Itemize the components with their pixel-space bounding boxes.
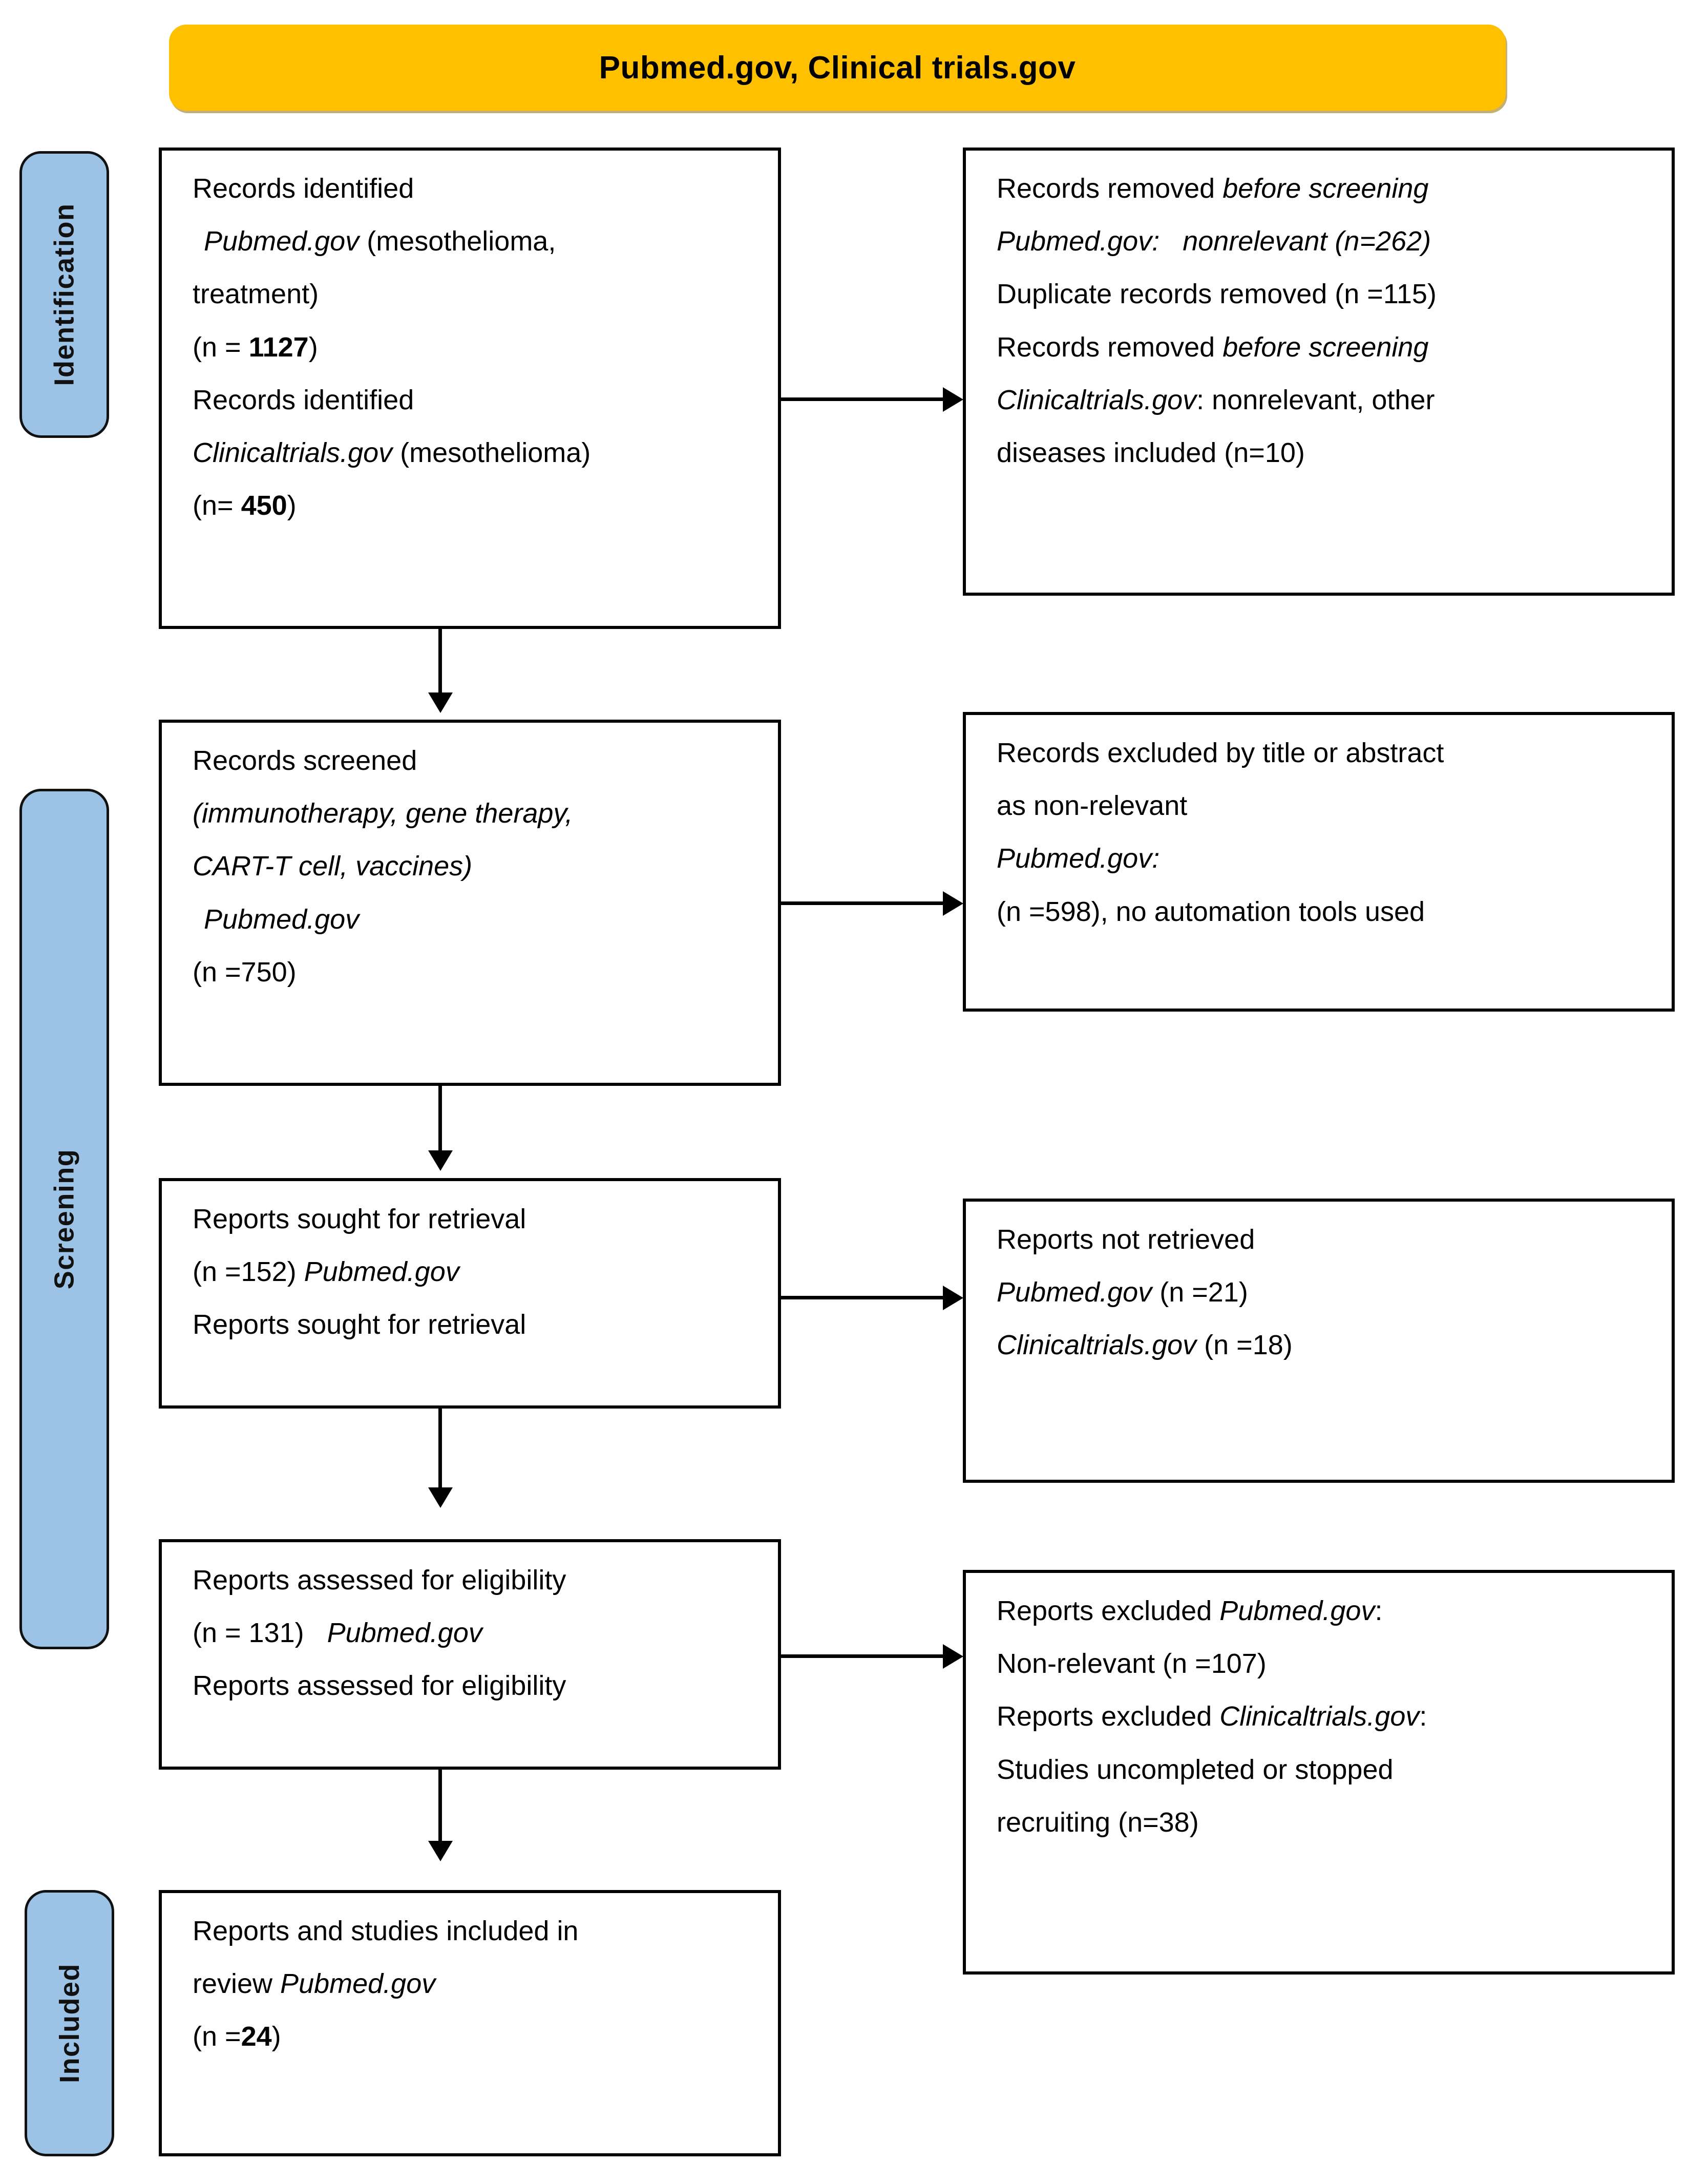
arrow-screened-to-excluded (781, 901, 945, 905)
text-line: Records removed before screening (997, 173, 1429, 204)
text-line: Pubmed.gov (mesothelioma, (204, 226, 556, 257)
text-line: Reports and studies included in (193, 1916, 579, 1946)
stage-label-included: Included (25, 1890, 114, 2156)
box-records-removed: Records removed before screening Pubmed.… (963, 148, 1675, 596)
text-line: (n =598), no automation tools used (997, 896, 1425, 927)
text-line: Duplicate records removed (n =115) (997, 279, 1437, 310)
text-line: Reports sought for retrieval (193, 1204, 526, 1234)
arrow-head-right (943, 1644, 963, 1669)
box-reports-excluded: Reports excluded Pubmed.gov: Non-relevan… (963, 1570, 1675, 1975)
text-line: Clinicaltrials.gov (mesothelioma) (193, 437, 591, 469)
arrow-sought-to-assessed (438, 1409, 442, 1490)
text-line: Reports assessed for eligibility (193, 1670, 566, 1702)
text-line: Pubmed.gov: (997, 843, 1160, 874)
text-line: review Pubmed.gov (193, 1968, 436, 2000)
text-line: as non-relevant (997, 790, 1188, 822)
text-line: Studies uncompleted or stopped (997, 1754, 1394, 1785)
text-line: Clinicaltrials.gov (n =18) (997, 1330, 1293, 1361)
arrow-identified-to-screened (438, 629, 442, 696)
stage-label-included-text: Included (54, 1963, 85, 2084)
text-line: Records excluded by title or abstract (997, 738, 1444, 768)
text-line: Records identified (193, 173, 414, 204)
banner-title: Pubmed.gov, Clinical trials.gov (599, 50, 1076, 86)
text-line: (n= 450) (193, 490, 297, 521)
text-line: Reports excluded Clinicaltrials.gov: (997, 1701, 1427, 1732)
text-line: Reports assessed for eligibility (193, 1565, 566, 1595)
arrow-head-down (428, 1150, 453, 1171)
arrow-assessed-to-excluded (781, 1654, 945, 1658)
text-line: (n = 1127) (193, 331, 318, 363)
box-records-screened: Records screened (immunotherapy, gene th… (159, 720, 781, 1086)
text-line: Pubmed.gov (n =21) (997, 1277, 1248, 1308)
stage-label-screening-text: Screening (49, 1148, 80, 1290)
box-reports-sought-for-retrieval: Reports sought for retrieval (n =152) Pu… (159, 1178, 781, 1409)
arrow-head-right (943, 387, 963, 412)
arrow-head-right (943, 891, 963, 916)
arrow-identified-to-removed (781, 397, 945, 401)
text-line: (n =750) (193, 956, 297, 988)
arrow-head-down (428, 1841, 453, 1861)
box-records-identified: Records identified Pubmed.gov (mesotheli… (159, 148, 781, 629)
text-line: Reports not retrieved (997, 1224, 1255, 1255)
arrow-sought-to-not-retrieved (781, 1296, 945, 1299)
text-line: Records screened (193, 745, 417, 776)
arrow-head-down (428, 692, 453, 713)
text-line: Reports sought for retrieval (193, 1309, 526, 1340)
stage-label-identification-text: Identification (49, 203, 80, 386)
text-line: Non-relevant (n =107) (997, 1648, 1267, 1679)
text-line: (immunotherapy, gene therapy, (193, 798, 573, 829)
text-line: (n =152) Pubmed.gov (193, 1256, 459, 1288)
box-records-excluded-title-abstract: Records excluded by title or abstract as… (963, 712, 1675, 1012)
text-line: Records identified (193, 384, 414, 415)
box-reports-not-retrieved: Reports not retrieved Pubmed.gov (n =21)… (963, 1199, 1675, 1483)
text-line: (n = 131) Pubmed.gov (193, 1618, 482, 1649)
text-line: Clinicaltrials.gov: nonrelevant, other (997, 384, 1435, 415)
box-reports-and-studies-included: Reports and studies included in review P… (159, 1890, 781, 2156)
arrow-screened-to-sought (438, 1086, 442, 1152)
text-line: Pubmed.gov: nonrelevant (n=262) (997, 226, 1431, 257)
arrow-assessed-to-included (438, 1770, 442, 1844)
text-line: recruiting (n=38) (997, 1807, 1199, 1838)
text-line: diseases included (n=10) (997, 437, 1305, 469)
text-line: CART-T cell, vaccines) (193, 851, 473, 882)
text-line: Pubmed.gov (204, 904, 360, 935)
box-reports-assessed-for-eligibility: Reports assessed for eligibility (n = 13… (159, 1539, 781, 1770)
text-line: Reports excluded Pubmed.gov: (997, 1595, 1383, 1626)
stage-label-screening: Screening (19, 789, 109, 1649)
text-line: Records removed before screening (997, 331, 1429, 363)
text-line: treatment) (193, 279, 319, 310)
header-banner: Pubmed.gov, Clinical trials.gov (169, 25, 1506, 111)
arrow-head-right (943, 1286, 963, 1310)
stage-label-identification: Identification (19, 151, 109, 438)
text-line: (n =24) (193, 2021, 281, 2052)
arrow-head-down (428, 1487, 453, 1508)
